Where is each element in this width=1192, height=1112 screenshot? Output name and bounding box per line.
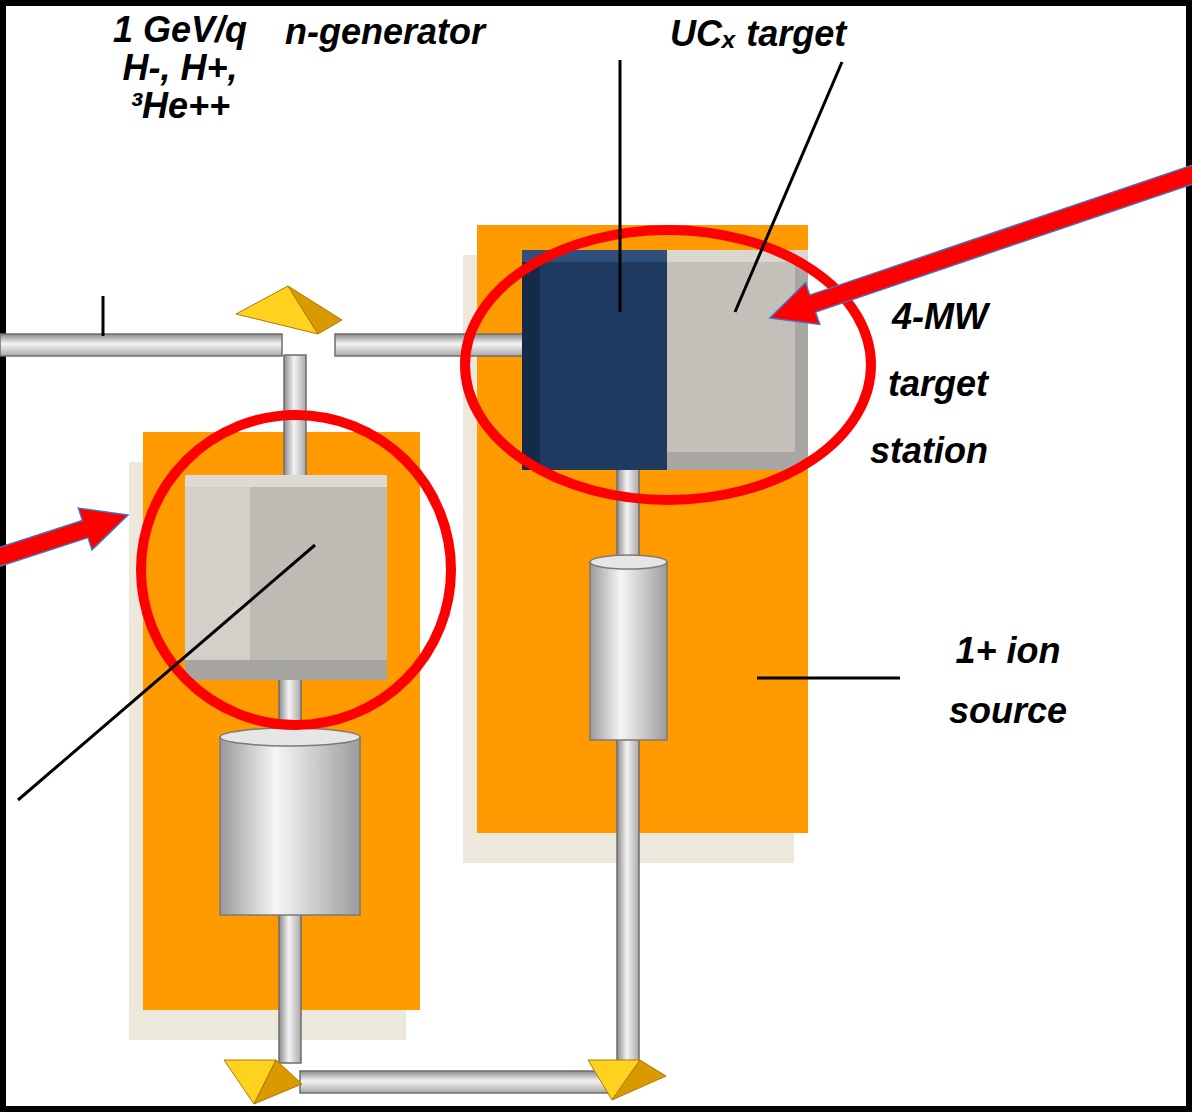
beam-label: 1 GeV/q H-, H+, ³He++ (100, 11, 260, 125)
cylinder-top (220, 728, 360, 746)
cylinder-top (590, 555, 667, 569)
pointer-arrow (0, 508, 128, 568)
label-slot: 1 GeV/q H-, H+, ³He++ (100, 11, 260, 125)
ion-source-cylinder (220, 737, 360, 915)
cube-face (185, 660, 387, 680)
label-slot: 4-MW target station (838, 283, 988, 484)
white-ground (6, 6, 1186, 1106)
beam-pipe (300, 1071, 612, 1093)
cube-face (185, 475, 387, 487)
ion-source-cylinder (590, 562, 667, 740)
n-generator-cube (522, 250, 667, 470)
leader-line (18, 545, 315, 800)
part-label: UCₓ target (670, 14, 870, 54)
label-slot: UCₓ target (670, 14, 870, 54)
cube-face (185, 475, 387, 680)
beam-pipe (617, 468, 639, 562)
leader-line (735, 62, 842, 312)
label-slot: 1+ ion source (908, 621, 1108, 741)
part-label: n-generator (285, 12, 495, 52)
cube-face (667, 250, 808, 470)
bending-magnet (288, 286, 342, 334)
leader-line (757, 677, 900, 680)
part-label: 1+ ion source (908, 621, 1108, 741)
cube-face (522, 250, 540, 470)
bending-magnet (254, 1060, 302, 1104)
highlight-ring (141, 415, 451, 725)
target-cube (185, 475, 387, 680)
cube-face (522, 250, 667, 470)
beam-pipe (279, 913, 301, 1063)
station-label: 4-MW target station (838, 283, 988, 484)
target-station-right (477, 225, 808, 833)
leader-line (102, 296, 105, 336)
beam-pipe (0, 334, 282, 356)
leader-line (619, 60, 622, 312)
highlight-ring (465, 230, 871, 500)
leader-lines (18, 60, 900, 800)
beam-pipe (617, 738, 639, 1063)
bending-magnet (612, 1060, 666, 1100)
cube-face (667, 452, 808, 470)
target-cube (667, 250, 808, 470)
label-slot: n-generator (285, 12, 495, 52)
bending-magnets (224, 286, 666, 1104)
